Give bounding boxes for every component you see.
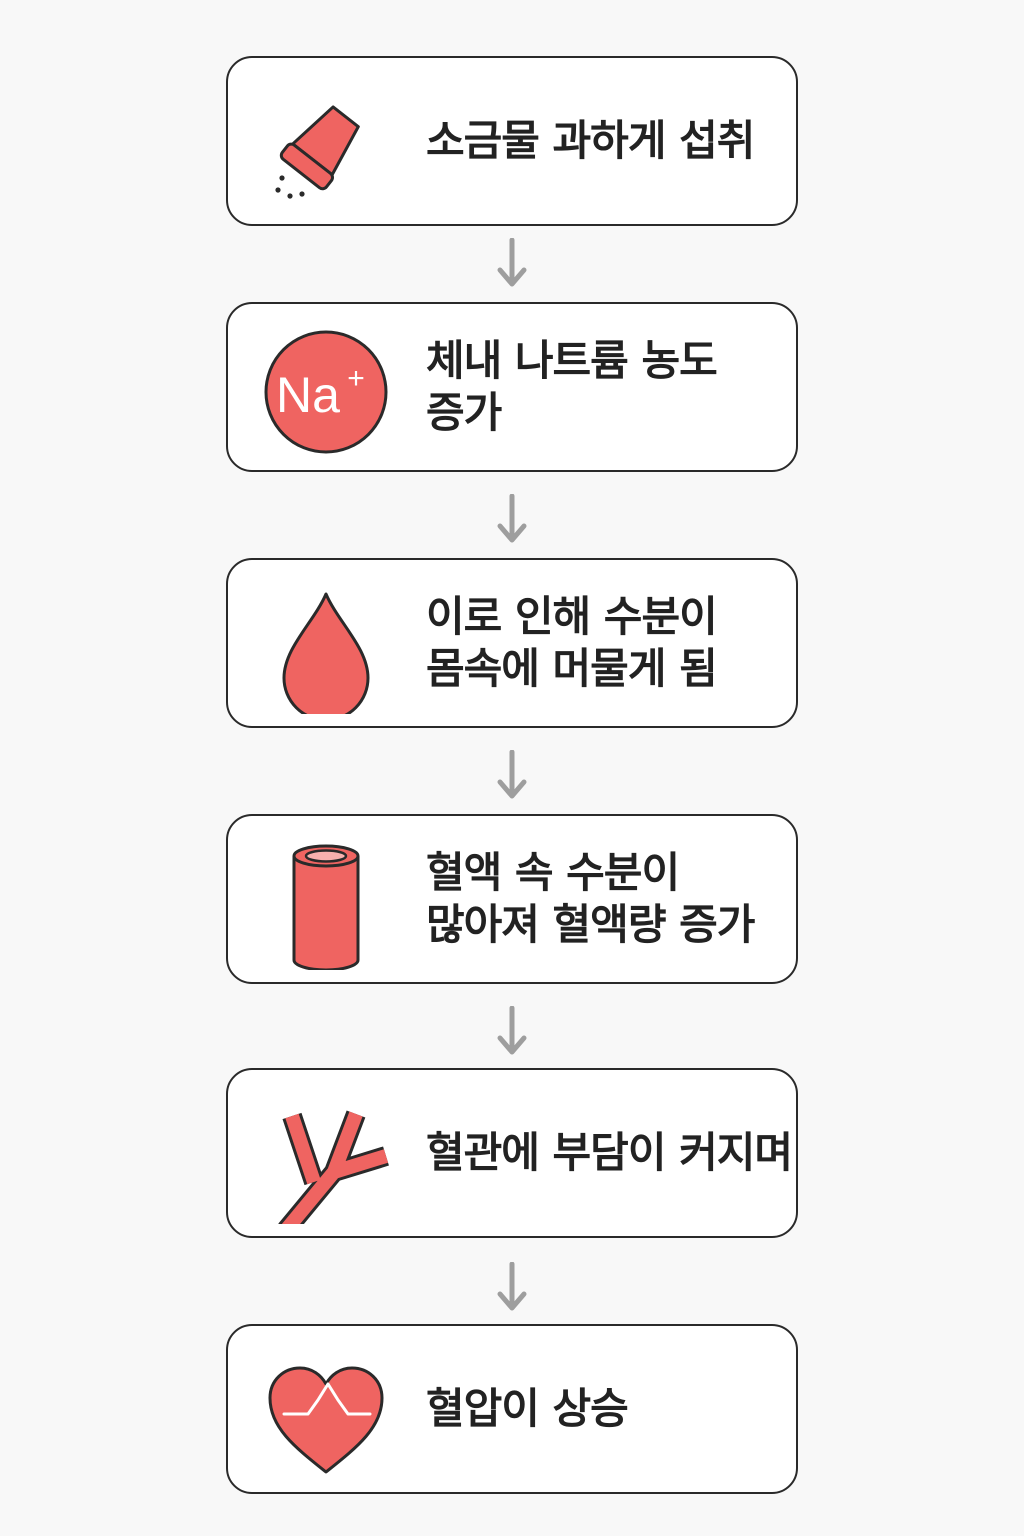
arrow-down-icon <box>496 1006 528 1058</box>
arrow-down-icon <box>496 1262 528 1314</box>
step-label: 혈관에 부담이 커지며 <box>426 1128 793 1177</box>
arrow-down-icon <box>496 750 528 802</box>
ion-charge: + <box>347 362 365 395</box>
step-label: 체내 나트륨 농도 증가 <box>426 336 718 437</box>
flow-step-5: 혈관에 부담이 커지며 <box>226 1068 798 1238</box>
blood-vessel-cylinder-icon <box>256 830 396 970</box>
arrow-down-icon <box>496 494 528 546</box>
branching-vessel-icon <box>256 1084 396 1224</box>
flow-step-1: 소금물 과하게 섭취 <box>226 56 798 226</box>
sodium-ion-icon: Na + <box>256 318 396 458</box>
heart-pulse-icon <box>256 1340 396 1480</box>
flow-step-2: Na + 체내 나트륨 농도 증가 <box>226 302 798 472</box>
arrow-down-icon <box>496 238 528 290</box>
step-label: 혈압이 상승 <box>426 1384 629 1433</box>
flow-step-4: 혈액 속 수분이 많아져 혈액량 증가 <box>226 814 798 984</box>
sodium-symbol: Na <box>276 367 340 423</box>
salt-shaker-icon <box>256 72 396 212</box>
flow-step-6: 혈압이 상승 <box>226 1324 798 1494</box>
step-label: 혈액 속 수분이 많아져 혈액량 증가 <box>426 848 755 949</box>
step-label: 이로 인해 수분이 몸속에 머물게 됨 <box>426 592 718 693</box>
flow-step-3: 이로 인해 수분이 몸속에 머물게 됨 <box>226 558 798 728</box>
water-drop-icon <box>256 574 396 714</box>
step-label: 소금물 과하게 섭취 <box>426 116 755 165</box>
